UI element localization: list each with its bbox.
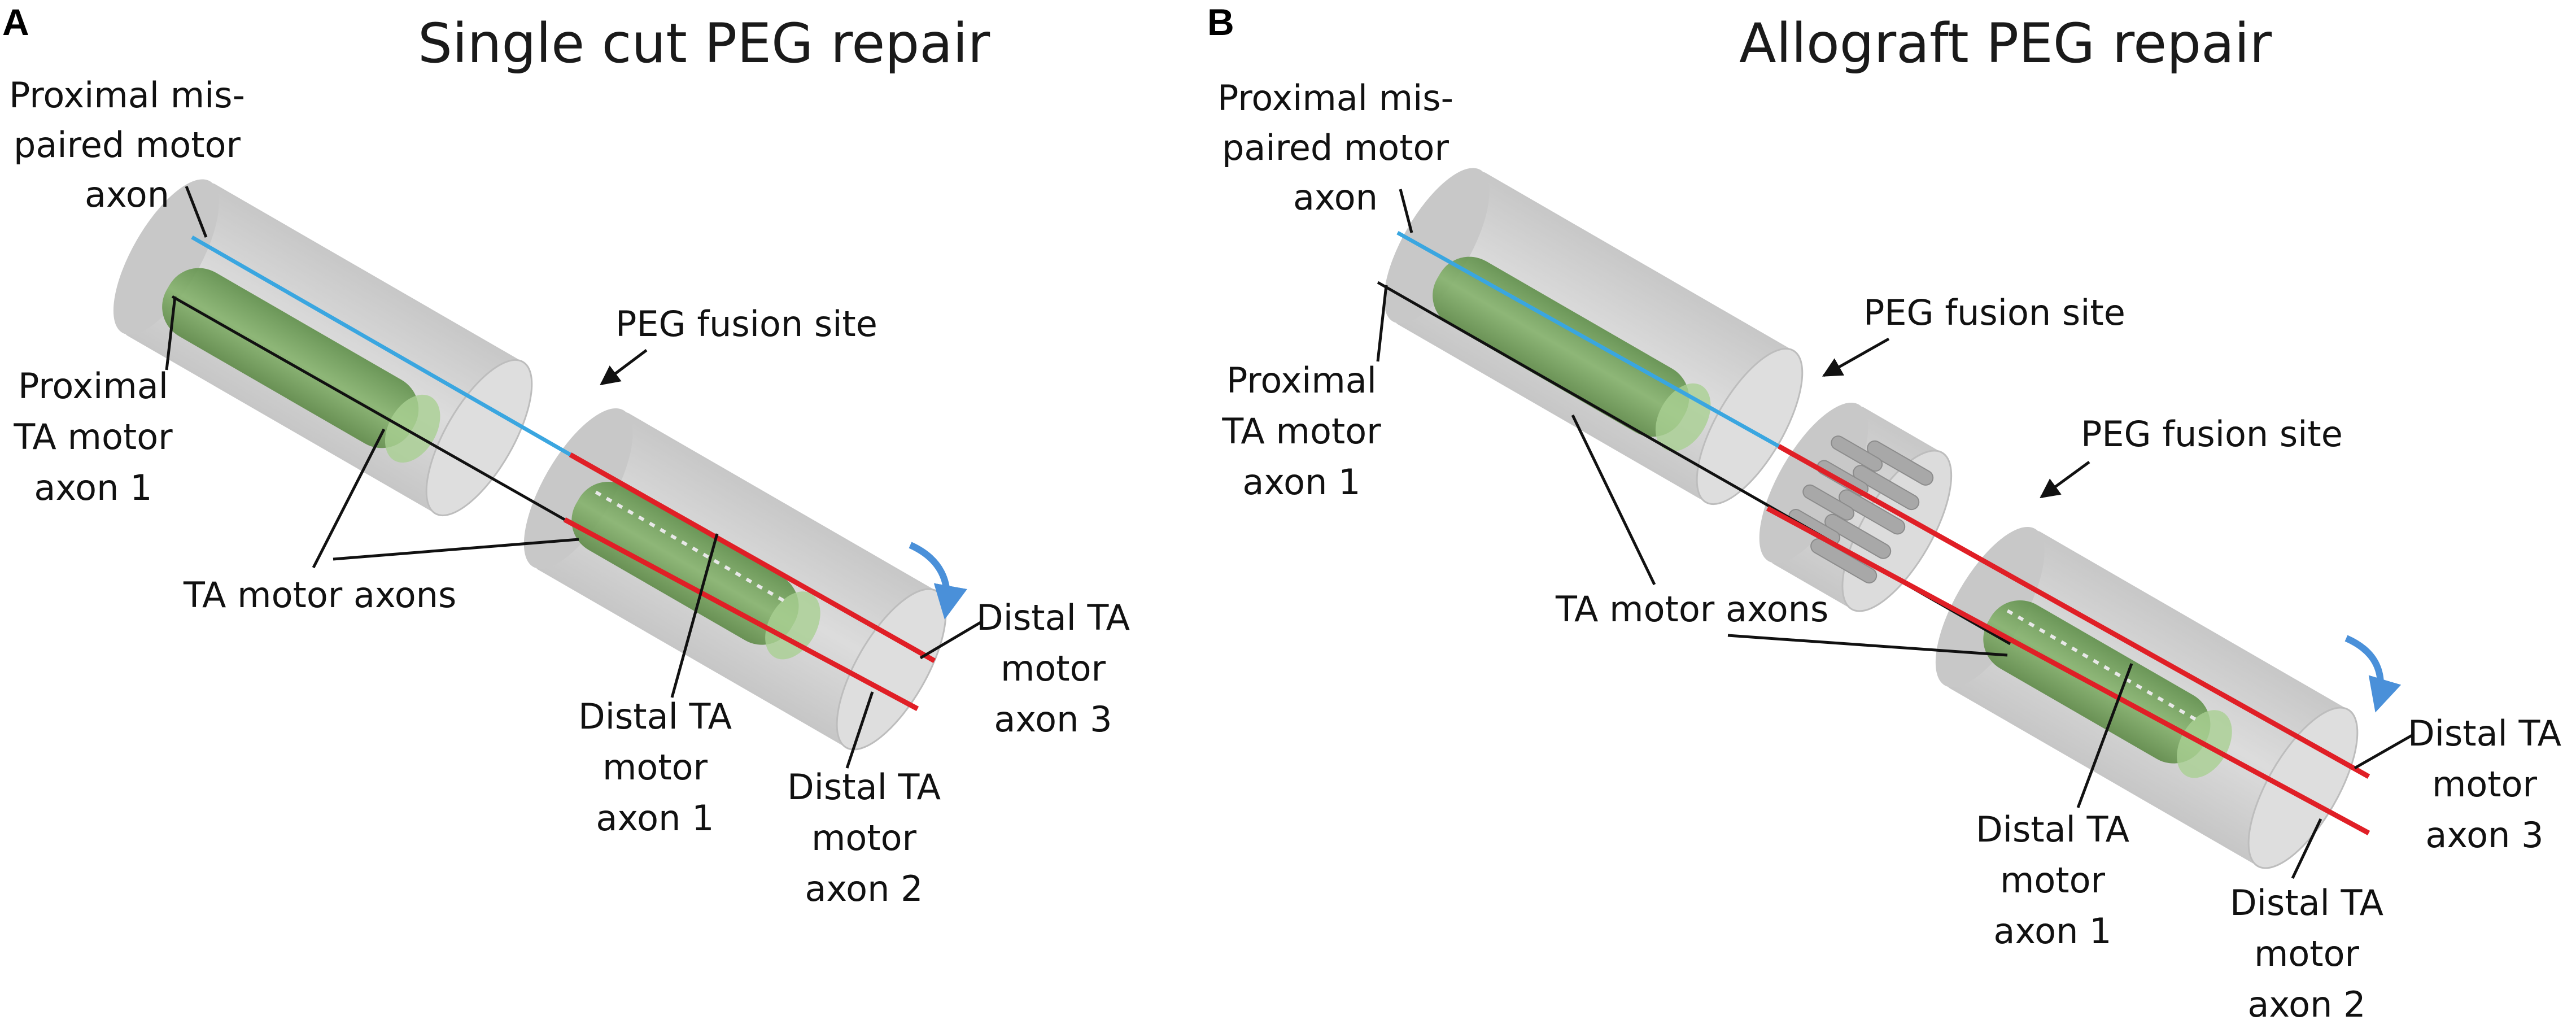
svg-text:motor: motor [2000,860,2106,901]
svg-text:Proximal: Proximal [18,365,168,407]
label-distal-ta-axon-1-b: Distal TA motor axon 1 [1976,663,2133,952]
svg-text:PEG fusion site: PEG fusion site [2081,413,2343,455]
svg-text:Proximal mis-: Proximal mis- [9,75,245,116]
panel-b-title: Allograft PEG repair [1739,12,2272,75]
proximal-fascicle-b [1433,256,1689,437]
svg-text:axon 1: axon 1 [1993,910,2111,952]
distal-axon-3-red-b [1777,444,2370,779]
distal-axon-1-red [563,517,919,711]
svg-text:paired motor: paired motor [14,124,241,165]
svg-text:TA motor: TA motor [1221,411,1381,452]
label-peg-fusion-site: PEG fusion site [600,303,877,386]
allograft-segment [1759,403,1953,612]
panel-b-letter: B [1207,1,1234,43]
svg-text:Distal TA: Distal TA [2230,882,2383,923]
panel-b: B Allograft PEG repair [1207,1,2561,1025]
label-distal-ta-axon-2-b: Distal TA motor axon 2 [2230,818,2383,1025]
panel-a: A Single cut PEG repair Proximal [2,1,1130,909]
label-proximal-ta-axon-1: Proximal TA motor axon 1 [13,296,177,508]
svg-text:axon 2: axon 2 [805,868,923,909]
svg-text:axon 1: axon 1 [1242,461,1360,503]
rotation-arrow [909,542,967,620]
svg-text:axon: axon [85,174,169,215]
label-distal-ta-axon-2: Distal TA motor axon 2 [787,691,941,909]
svg-text:Proximal mis-: Proximal mis- [1217,77,1453,119]
svg-text:paired motor: paired motor [1222,127,1449,168]
svg-text:TA motor: TA motor [13,416,173,457]
label-ta-motor-axons-b: TA motor axons [1555,414,2008,657]
proximal-axon-1-black [171,295,566,521]
rotation-arrow-b [2344,635,2402,713]
distal-fascicle-b [1983,600,2211,764]
svg-text:Proximal: Proximal [1226,360,1377,401]
svg-text:motor: motor [2432,764,2538,805]
label-proximal-mispaired: Proximal mis- paired motor axon [9,75,245,238]
svg-text:Distal TA: Distal TA [1976,809,2129,850]
svg-text:Distal TA: Distal TA [976,597,1130,638]
svg-text:TA motor axons: TA motor axons [1555,589,1828,630]
panel-a-letter: A [2,1,29,43]
svg-text:axon 3: axon 3 [994,699,1112,740]
proximal-nerve-stump [113,179,533,517]
svg-text:motor: motor [1001,648,1106,689]
svg-text:motor: motor [2254,933,2360,974]
label-proximal-ta-axon-1-b: Proximal TA motor axon 1 [1221,285,1388,503]
label-distal-ta-axon-3-b: Distal TA motor axon 3 [2354,713,2561,856]
allograft-channels [1788,435,1934,584]
svg-text:axon 1: axon 1 [34,467,152,508]
proximal-nerve-stump-b [1383,168,1804,505]
svg-text:Distal TA: Distal TA [578,696,732,737]
svg-text:axon: axon [1293,177,1378,218]
distal-axon-3-red [569,452,936,663]
svg-text:axon 3: axon 3 [2425,814,2543,856]
label-peg-fusion-site-1: PEG fusion site [1822,292,2125,377]
mispaired-axon-blue [191,235,571,457]
svg-text:PEG fusion site: PEG fusion site [1863,292,2125,333]
svg-text:Distal TA: Distal TA [787,766,941,808]
distal-fascicle [571,481,799,645]
svg-text:axon 2: axon 2 [2247,984,2365,1025]
label-proximal-mispaired-b: Proximal mis- paired motor axon [1217,77,1453,233]
svg-text:motor: motor [602,747,708,788]
svg-text:TA motor axons: TA motor axons [183,574,456,616]
label-peg-fusion-site-2: PEG fusion site [2040,413,2343,499]
svg-text:Distal TA: Distal TA [2408,713,2561,754]
label-ta-motor-axons: TA motor axons [183,428,579,616]
mispaired-axon-blue-b [1396,230,1780,448]
panel-a-title: Single cut PEG repair [418,12,990,75]
distal-nerve-stump [523,408,947,751]
svg-text:PEG fusion site: PEG fusion site [615,303,877,345]
proximal-fascicle [162,268,419,448]
label-distal-ta-axon-1: Distal TA motor axon 1 [578,533,732,839]
svg-text:axon 1: axon 1 [596,797,714,839]
label-distal-ta-axon-3: Distal TA motor axon 3 [919,597,1130,740]
svg-text:motor: motor [811,817,917,858]
distal-axon-1-red-b [1766,506,2370,835]
